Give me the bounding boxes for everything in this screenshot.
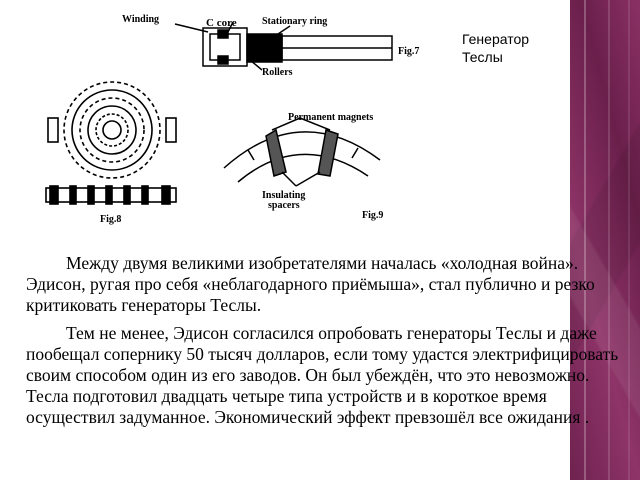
body-text: Между двумя великими изобретателями нача… (26, 253, 626, 435)
slide-caption: Генератор Теслы (462, 30, 529, 66)
fig7-label-winding: Winding (122, 14, 159, 25)
caption-line-2: Теслы (462, 49, 503, 65)
fig7-caption: Fig.7 (398, 46, 419, 57)
fig7-diagram (174, 21, 393, 71)
fig8-diagram (45, 81, 177, 205)
generator-diagrams: Winding C core Stationary ring Rollers F… (45, 14, 419, 225)
fig9-label-spacers: spacers (268, 200, 300, 211)
fig7-label-rollers: Rollers (262, 67, 293, 78)
paragraph-2: Тем не менее, Эдисон согласился опробова… (26, 323, 619, 427)
fig9-label-permanent-magnets: Permanent magnets (288, 112, 373, 123)
fig8-caption: Fig.8 (100, 214, 121, 225)
caption-line-1: Генератор (462, 31, 530, 47)
fig9-label-insulating: Insulating (262, 190, 305, 201)
fig9-diagram (223, 117, 381, 187)
paragraph-1: Между двумя великими изобретателями нача… (26, 253, 595, 315)
decorative-side-band (570, 0, 640, 480)
fig7-label-stationary-ring: Stationary ring (262, 16, 327, 27)
fig7-label-c-core: C core (206, 17, 237, 29)
fig9-caption: Fig.9 (362, 210, 383, 221)
